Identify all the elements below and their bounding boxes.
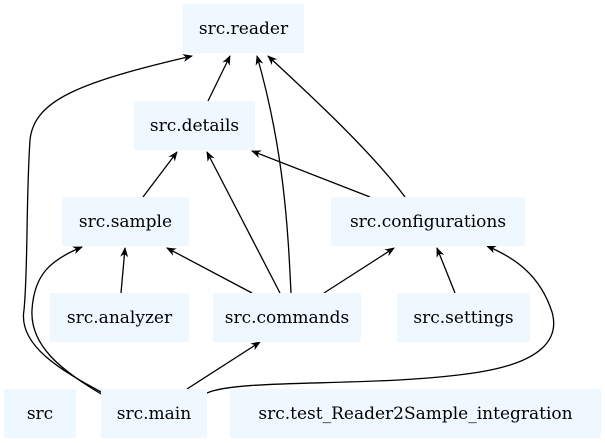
- edge-main-to-reader: [22, 54, 193, 394]
- edge-sample-to-details: [142, 151, 178, 198]
- edge-commands-to-details: [206, 151, 281, 294]
- edge-analyzer-to-sample: [120, 247, 129, 294]
- node-src-test-reader2sample-integration: src.test_Reader2Sample_integration: [230, 389, 601, 438]
- node-src-settings: src.settings: [397, 293, 530, 342]
- node-src-analyzer: src.analyzer: [50, 293, 189, 342]
- edge-settings-to-configurations: [436, 247, 456, 294]
- edge-configurations-to-reader: [267, 55, 406, 198]
- node-src-main: src.main: [101, 389, 207, 438]
- edge-commands-to-reader: [255, 55, 292, 294]
- edge-details-to-reader: [207, 55, 231, 102]
- node-src-configurations: src.configurations: [331, 197, 525, 246]
- edge-commands-to-configurations: [323, 247, 395, 294]
- node-src-commands: src.commands: [213, 293, 361, 342]
- node-src-reader: src.reader: [183, 4, 304, 53]
- edge-main-to-configurations: [206, 245, 555, 394]
- node-src-sample: src.sample: [62, 197, 189, 246]
- node-src-details: src.details: [134, 101, 255, 150]
- edge-configurations-to-details: [251, 150, 371, 198]
- edge-main-to-sample: [31, 246, 104, 396]
- edge-main-to-commands: [186, 341, 261, 390]
- node-src: src: [4, 389, 76, 438]
- edge-commands-to-sample: [166, 247, 253, 294]
